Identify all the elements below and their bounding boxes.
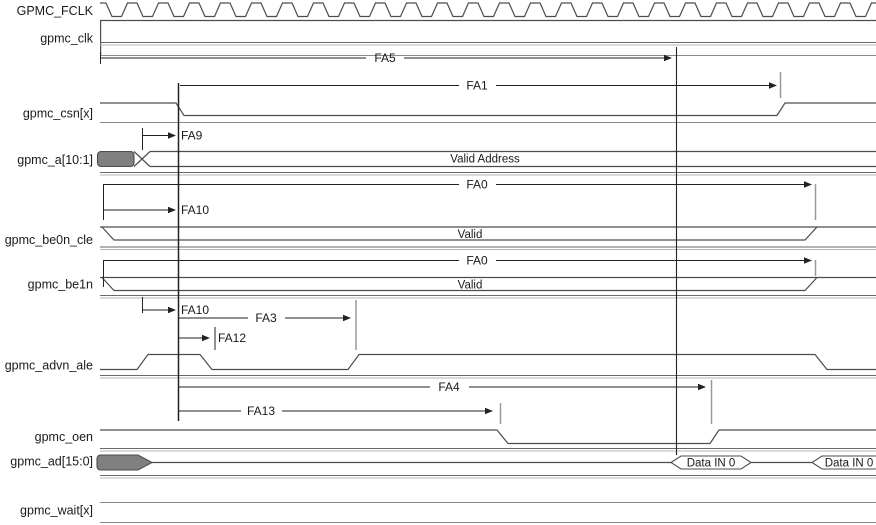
fa0a-arrowhead (804, 181, 812, 188)
waveform-gpmc-ad (96, 454, 876, 479)
dim-fa9: FA9 (142, 128, 203, 150)
waveform-gpmc-a (96, 150, 876, 176)
fa9-label: FA9 (181, 128, 203, 142)
signal-labels: GPMC_FCLK gpmc_clk gpmc_csn[x] gpmc_a[10… (5, 4, 94, 518)
fa9-arrowhead (168, 132, 176, 139)
fa13-arrowhead (485, 407, 493, 415)
fa0a-line (103, 184, 804, 220)
fa10a-label: FA10 (181, 203, 209, 217)
dim-fa0-be0n: FA0 (103, 177, 817, 220)
waveform-gpmc-clk (100, 19, 876, 56)
data-hexagon-1 (669, 455, 753, 470)
be1n-valid-pocket (101, 277, 818, 292)
fa0b-line (103, 260, 804, 287)
label-gpmc-clk: gpmc_clk (40, 32, 94, 46)
dim-fa3: FA3 (178, 300, 357, 350)
fa4-label: FA4 (438, 380, 460, 394)
waveform-gpmc-wait (100, 502, 876, 523)
label-gpmc-wait: gpmc_wait[x] (20, 504, 93, 518)
label-gpmc-advn-ale: gpmc_advn_ale (5, 359, 93, 373)
label-gpmc-a: gpmc_a[10:1] (17, 153, 93, 167)
fa5-line (100, 52, 664, 64)
dim-fa10-be0n: FA10 (103, 203, 209, 217)
dim-fa1: FA1 (180, 72, 782, 98)
fa1-label: FA1 (466, 78, 488, 92)
fa3-label: FA3 (255, 311, 277, 325)
label-gpmc-be1n: gpmc_be1n (28, 278, 93, 292)
fa5-label: FA5 (374, 51, 396, 65)
dim-fa12: FA12 (178, 327, 246, 350)
dont-care-block-address (96, 150, 135, 168)
dim-fa13: FA13 (178, 403, 502, 424)
fa0a-label: FA0 (466, 177, 488, 191)
label-gpmc-oen: gpmc_oen (35, 430, 93, 444)
fa0b-arrowhead (804, 257, 812, 264)
label-gpmc-csn: gpmc_csn[x] (23, 107, 93, 121)
fa4-arrowhead (698, 383, 706, 391)
waveform-gpmc-fclk (100, 2, 876, 18)
waveform-gpmc-be0n-cle (100, 226, 876, 250)
fa13-label: FA13 (247, 404, 275, 418)
fa5-arrowhead (664, 54, 672, 62)
fa10b-line (142, 297, 168, 313)
waveform-gpmc-be1n (100, 276, 876, 299)
csn-wave (100, 102, 876, 117)
address-valid-rails (150, 150, 876, 168)
be0n-valid-pocket (101, 226, 818, 241)
be1n-valid-text: Valid (458, 280, 483, 292)
bus-crossover (133, 151, 151, 167)
dont-care-block-ad (96, 454, 154, 471)
fa10b-label: FA10 (181, 303, 209, 317)
dim-fa10-advn: FA10 (142, 297, 209, 317)
dim-fa4: FA4 (178, 380, 713, 424)
clock-wave (100, 2, 876, 18)
be0n-valid-text: Valid (458, 229, 483, 241)
fa3-arrowhead (343, 314, 351, 322)
fa10b-arrowhead (168, 306, 176, 314)
data-hexagon-2 (810, 455, 876, 470)
label-gpmc-fclk: GPMC_FCLK (17, 4, 94, 18)
fa12-arrowhead (202, 334, 210, 342)
fa1-arrowhead (769, 82, 777, 89)
dim-fa0-be1n: FA0 (103, 253, 817, 287)
oen-wave (100, 429, 876, 445)
label-gpmc-be0n-cle: gpmc_be0n_cle (5, 233, 93, 247)
waveform-gpmc-advn-ale (100, 353, 876, 379)
fa10a-arrowhead (168, 206, 176, 214)
dim-fa5: FA5 (100, 51, 672, 65)
label-gpmc-ad: gpmc_ad[15:0] (10, 455, 93, 469)
waveform-gpmc-oen (100, 429, 876, 452)
data-in-0-text-2: Data IN 0 (825, 458, 874, 470)
waveform-gpmc-csn (100, 102, 876, 123)
fa12-label: FA12 (218, 331, 246, 345)
advn-wave (100, 353, 876, 371)
fa9-line (142, 128, 168, 150)
address-valid-text: Valid Address (450, 154, 520, 166)
fa0b-label: FA0 (466, 253, 488, 267)
data-in-0-text-1: Data IN 0 (687, 458, 736, 470)
